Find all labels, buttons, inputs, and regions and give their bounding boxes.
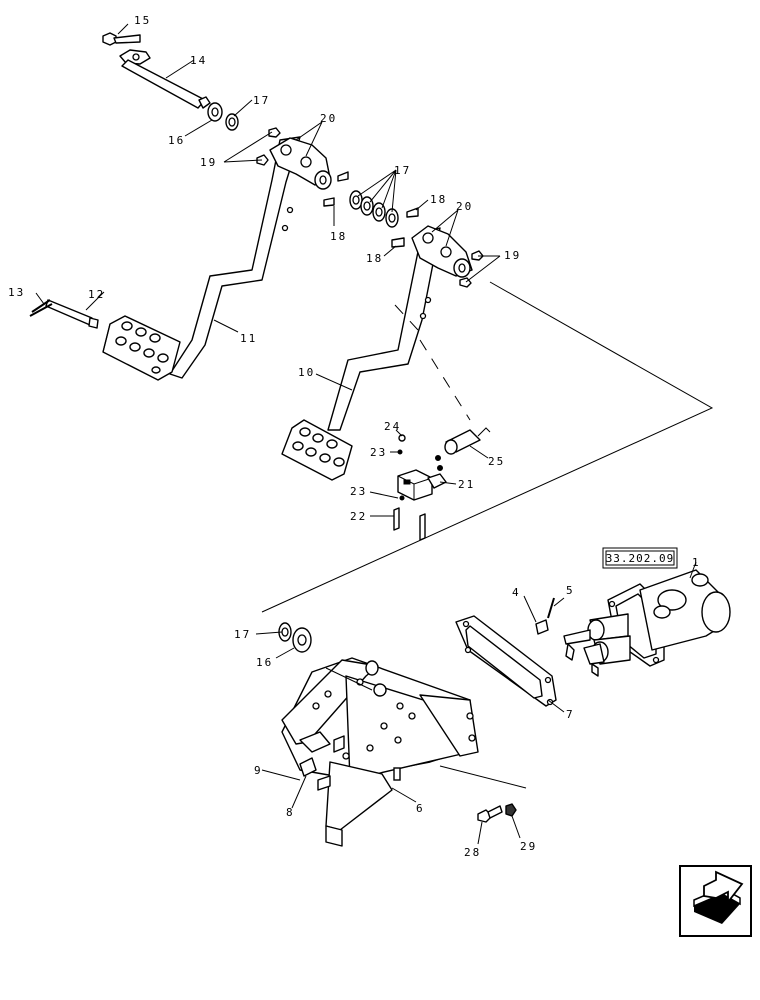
label-15: 15: [134, 14, 151, 27]
label-29: 29: [520, 840, 537, 853]
label-19-b: 19: [504, 249, 521, 262]
part-10-pedal-arm: [327, 225, 473, 431]
label-4: 4: [512, 586, 521, 599]
label-24: 24: [384, 420, 401, 433]
reference-number: 33.202.09: [606, 552, 675, 565]
part-19-nuts-upper: [256, 127, 281, 166]
part-14-pivot-shaft: [119, 49, 211, 109]
part-5-clip: [547, 597, 555, 619]
part-25-spring-sleeve: [444, 427, 491, 455]
reference-tag: 33.202.09: [602, 547, 678, 569]
part-labels: 15 14 17 16 19 20 17 18 18 20 18 19 13 1…: [8, 14, 701, 859]
label-18-b: 18: [430, 193, 447, 206]
label-21: 21: [458, 478, 475, 491]
label-1: 1: [692, 556, 701, 569]
part-4-pin: [535, 619, 549, 635]
part-28-bolt: [477, 805, 503, 823]
label-9: 9: [254, 764, 263, 777]
part-18-bolts-lower: [391, 207, 419, 248]
label-14: 14: [190, 54, 207, 67]
label-22: 22: [350, 510, 367, 523]
label-12: 12: [88, 288, 105, 301]
label-18-c: 18: [366, 252, 383, 265]
label-17-a: 17: [253, 94, 270, 107]
label-16-b: 16: [256, 656, 273, 669]
label-7: 7: [566, 708, 575, 721]
label-20-a: 20: [320, 112, 337, 125]
part-23-detents: [397, 449, 443, 501]
part-11-pedal-arm: [169, 136, 332, 379]
part-1-master-cylinder: [563, 569, 731, 677]
part-6-bracket: [281, 657, 479, 847]
label-18-a: 18: [330, 230, 347, 243]
label-17-c: 17: [234, 628, 251, 641]
part-17-washer: [225, 113, 239, 131]
label-23-b: 23: [350, 485, 367, 498]
label-19-a: 19: [200, 156, 217, 169]
part-7-gasket: [455, 615, 557, 707]
footplate-holes: [115, 321, 169, 374]
label-20-b: 20: [456, 200, 473, 213]
label-6: 6: [416, 802, 425, 815]
label-28: 28: [464, 846, 481, 859]
part-13-clip: [29, 299, 53, 317]
part-22-screws: [393, 507, 426, 541]
part-15-bolt: [102, 32, 141, 46]
part-12-pin: [45, 299, 99, 329]
part-21-switch-body: [397, 469, 447, 501]
part-16-bushing-lower: [292, 627, 312, 653]
leader-lines: [35, 23, 697, 845]
part-24-ball: [398, 434, 406, 442]
part-11-footplate: [102, 315, 181, 381]
footplate-holes: [292, 427, 345, 467]
part-10-footplate: [281, 419, 353, 481]
label-25: 25: [488, 455, 505, 468]
label-11: 11: [240, 332, 257, 345]
part-18-bolts-upper: [323, 171, 349, 207]
label-17-b: 17: [394, 164, 411, 177]
label-10: 10: [298, 366, 315, 379]
label-16-a: 16: [168, 134, 185, 147]
part-29-nut: [505, 803, 517, 817]
label-13: 13: [8, 286, 25, 299]
label-8: 8: [286, 806, 295, 819]
next-page-arrow-icon[interactable]: [679, 865, 752, 937]
part-16-bushing: [207, 102, 223, 122]
label-23-a: 23: [370, 446, 387, 459]
label-5: 5: [566, 584, 575, 597]
bracket-holes: [312, 678, 476, 781]
part-19-nuts-lower: [459, 250, 484, 288]
